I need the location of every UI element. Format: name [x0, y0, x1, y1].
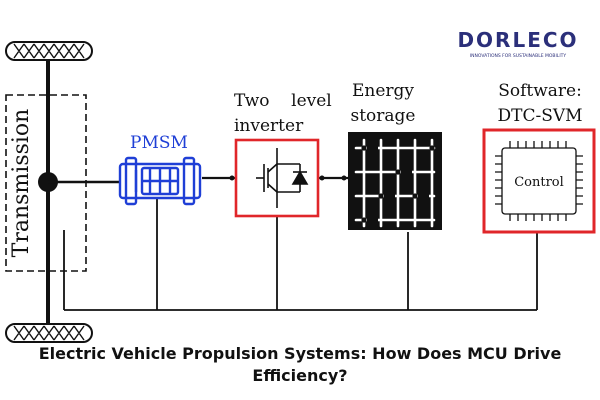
pmsm-label: PMSM	[130, 133, 188, 153]
connector-dot	[229, 175, 235, 181]
igbt-switch-icon	[256, 148, 309, 208]
software-label-line1: Software:	[498, 81, 582, 101]
connector-dot	[341, 175, 347, 181]
battery-grid-icon	[348, 132, 442, 230]
connector-dot	[319, 175, 325, 181]
storage-label-line1: Energy	[352, 81, 414, 101]
pmsm-motor-icon	[118, 156, 202, 206]
transmission-label: Transmission	[9, 109, 34, 258]
chip-icon	[495, 141, 583, 221]
storage-label-line2: storage	[351, 106, 416, 126]
caption-line2: Efficiency?	[252, 366, 348, 385]
software-label-line2: DTC-SVM	[497, 106, 582, 126]
control-label: Control	[514, 175, 564, 190]
logo: DORLECO INNOVATIONS FOR SUSTAINABLE MOBI…	[457, 28, 578, 59]
logo-tagline: INNOVATIONS FOR SUSTAINABLE MOBILITY	[470, 53, 567, 59]
logo-text: DORLECO	[457, 28, 578, 52]
inverter-label-line2: inverter	[234, 116, 304, 136]
bottom-wheel-icon	[5, 323, 93, 343]
top-wheel-icon	[5, 41, 93, 61]
inverter-label-line1: Two level	[234, 91, 332, 111]
caption: Electric Vehicle Propulsion Systems: How…	[0, 343, 600, 387]
caption-line1: Electric Vehicle Propulsion Systems: How…	[38, 344, 562, 363]
